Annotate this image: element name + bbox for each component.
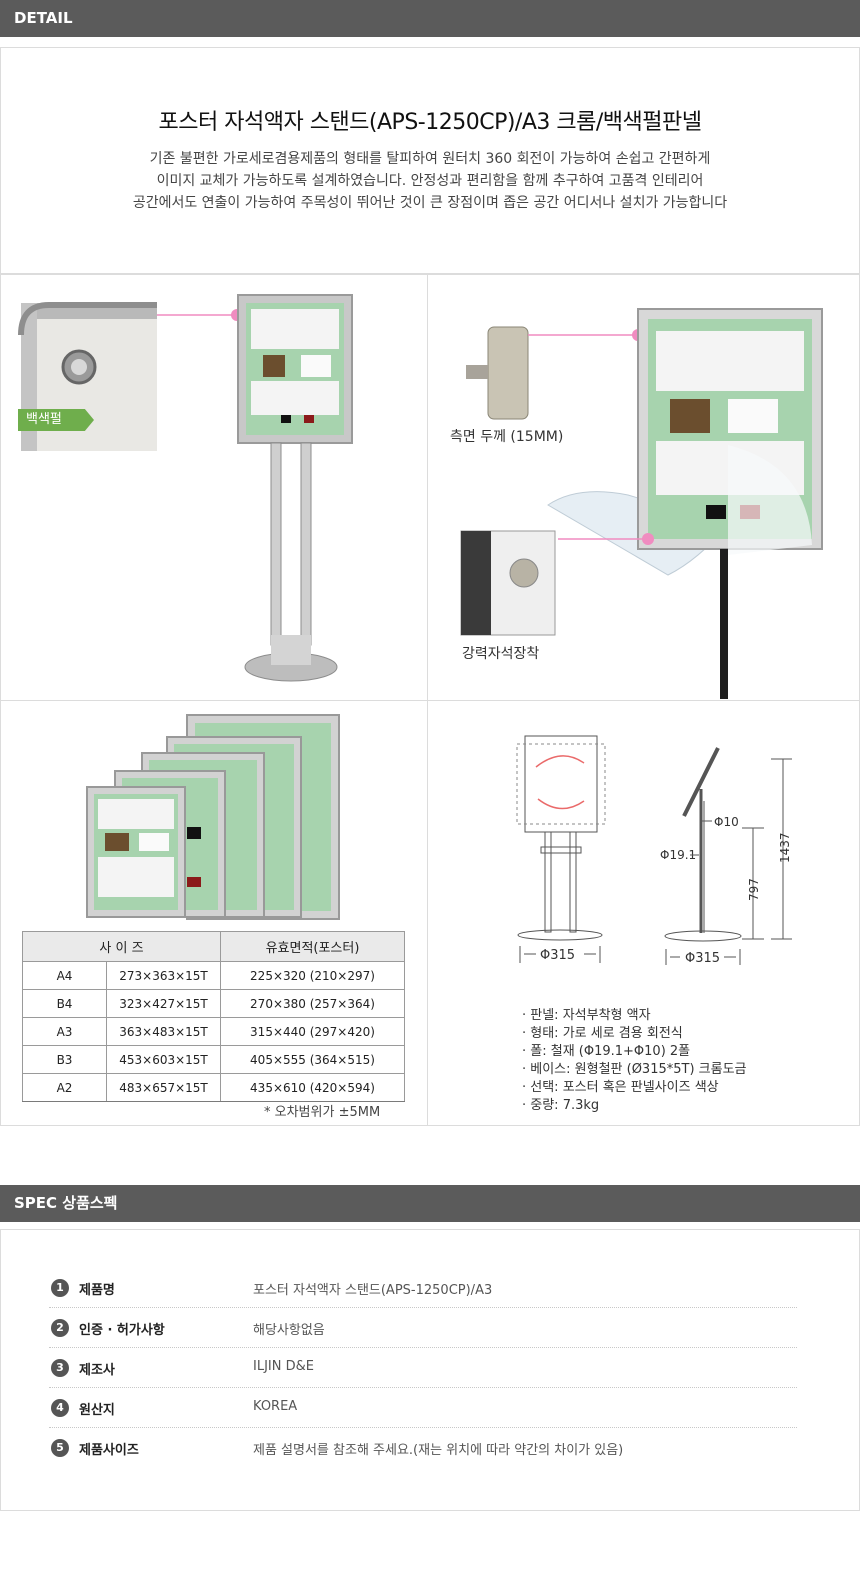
size-cell: 사 이 즈 유효면적(포스터) A4 273×363×15T 225×320 (… [1, 701, 428, 1126]
spec-key: 원산지 [79, 1403, 115, 1418]
table-row: A4 273×363×15T 225×320 (210×297) [22, 961, 405, 990]
spec-key: 제조사 [79, 1363, 115, 1378]
panel-color-tag: 백색펄 [18, 409, 94, 431]
table-header: 사 이 즈 [22, 931, 221, 962]
side-base-label: Φ315 [685, 951, 720, 966]
rotate-arrow-icon [535, 755, 585, 768]
row-number-badge: 5 [51, 1439, 69, 1457]
spec-value: 해당사항없음 [253, 1323, 325, 1338]
list-item: 선택: 포스터 혹은 판넬사이즈 색상 [522, 1079, 747, 1097]
top-pole-diameter-label: Φ10 [714, 815, 739, 829]
spec-key: 제품사이즈 [79, 1443, 139, 1458]
row-number-badge: 1 [51, 1279, 69, 1297]
row-number-badge: 3 [51, 1359, 69, 1377]
magnet-label: 강력자석장착 [462, 646, 540, 662]
table-cell: 483×657×15T [106, 1073, 221, 1102]
tolerance-note: * 오차범위가 ±5MM [264, 1105, 381, 1120]
row-number-badge: 2 [51, 1319, 69, 1337]
table-cell: 225×320 (210×297) [220, 961, 405, 990]
detail-header: DETAIL [0, 0, 860, 37]
product-description: 기존 불편한 가로세로겸용제품의 형태를 탈피하여 원터치 360 회전이 가능… [1, 148, 859, 214]
list-item: 폴: 철재 (Φ19.1+Φ10) 2폴 [522, 1043, 747, 1061]
front-base-label: Φ315 [540, 948, 575, 963]
spec-key: 제품명 [79, 1283, 115, 1298]
side-profile [487, 326, 529, 420]
list-item: 베이스: 원형철판 (Ø315*5T) 크롬도금 [522, 1061, 746, 1079]
stand-photo-cell: 백색펄 [1, 275, 428, 701]
table-cell: 435×610 (420×594) [220, 1073, 405, 1102]
stacked-frames-illustration [86, 714, 340, 920]
side-thickness-label: 측면 두께 (15MM) [450, 429, 564, 445]
table-cell: 405×555 (364×515) [220, 1045, 405, 1074]
size-table: 사 이 즈 유효면적(포스터) A4 273×363×15T 225×320 (… [22, 931, 405, 1102]
spec-row: 1 제품명 포스터 자석액자 스탠드(APS-1250CP)/A3 [49, 1268, 797, 1308]
spec-row: 5 제품사이즈 제품 설명서를 참조해 주세요.(재는 위치에 따라 약간의 차… [49, 1428, 797, 1468]
table-cell: 270×380 (257×364) [220, 989, 405, 1018]
table-cell: B3 [22, 1045, 107, 1074]
rotate-arrow-icon [537, 798, 585, 810]
list-item: 판넬: 자석부착형 액자 [522, 1007, 747, 1025]
table-cell: 363×483×15T [106, 1017, 221, 1046]
spec-value: KOREA [253, 1399, 298, 1414]
spec-row: 3 제조사 ILJIN D&E [49, 1348, 797, 1388]
dimension-diagram: Φ315 Φ315 Φ10 Φ19.1 797 1437 [516, 735, 792, 966]
description-line: 공간에서도 연출이 가능하여 주목성이 뛰어난 것이 큰 장점이며 좁은 공간 … [132, 195, 728, 211]
spec-value: 포스터 자석액자 스탠드(APS-1250CP)/A3 [253, 1283, 493, 1298]
table-cell: 323×427×15T [106, 989, 221, 1018]
bottom-pole-diameter-label: Φ19.1 [660, 848, 696, 862]
description-line: 이미지 교체가 가능하도록 설계하였습니다. 안정성과 편리함을 함께 추구하여… [156, 173, 704, 189]
pole [720, 549, 728, 699]
spec-header: SPEC 상품스펙 [0, 1185, 860, 1222]
list-item: 형태: 가로 세로 겸용 회전식 [522, 1025, 747, 1043]
spec-row: 4 원산지 KOREA [49, 1388, 797, 1428]
spec-value: 제품 설명서를 참조해 주세요.(재는 위치에 따라 약간의 차이가 있음) [253, 1443, 624, 1458]
table-cell: 315×440 (297×420) [220, 1017, 405, 1046]
table-cell: 453×603×15T [106, 1045, 221, 1074]
spec-key: 인증 · 허가사항 [79, 1323, 165, 1338]
table-row: A3 363×483×15T 315×440 (297×420) [22, 1017, 405, 1046]
table-cell: 273×363×15T [106, 961, 221, 990]
stand-illustration [18, 294, 353, 682]
list-item: 중량: 7.3kg [522, 1097, 747, 1115]
spec-row: 2 인증 · 허가사항 해당사항없음 [49, 1308, 797, 1348]
description-line: 기존 불편한 가로세로겸용제품의 형태를 탈피하여 원터치 360 회전이 가능… [149, 151, 711, 167]
row-number-badge: 4 [51, 1399, 69, 1417]
table-cell: B4 [22, 989, 107, 1018]
table-header-row: 사 이 즈 유효면적(포스터) [22, 931, 405, 962]
frame-detail-illustration [460, 308, 823, 699]
spec-table: 1 제품명 포스터 자석액자 스탠드(APS-1250CP)/A3 2 인증 ·… [0, 1229, 860, 1511]
intro-section: 포스터 자석액자 스탠드(APS-1250CP)/A3 크롬/백색펄판넬 기존 … [0, 47, 860, 274]
height-1437-label: 1437 [778, 832, 792, 863]
dimension-cell: Φ315 Φ315 Φ10 Φ19.1 797 1437 판넬: 자석 [428, 701, 860, 1126]
height-797-label: 797 [747, 878, 761, 901]
table-cell: A2 [22, 1073, 107, 1102]
table-row: B4 323×427×15T 270×380 (257×364) [22, 989, 405, 1018]
table-header: 유효면적(포스터) [220, 931, 405, 962]
table-row: B3 453×603×15T 405×555 (364×515) [22, 1045, 405, 1074]
table-cell: A4 [22, 961, 107, 990]
frame-detail-cell: 측면 두께 (15MM) 강력자석장착 [428, 275, 860, 701]
spec-summary-list: 판넬: 자석부착형 액자 형태: 가로 세로 겸용 회전식 폴: 철재 (Φ19… [522, 1007, 747, 1115]
table-cell: A3 [22, 1017, 107, 1046]
product-title: 포스터 자석액자 스탠드(APS-1250CP)/A3 크롬/백색펄판넬 [158, 110, 702, 135]
table-row: A2 483×657×15T 435×610 (420×594) [22, 1073, 405, 1102]
detail-grid: 백색펄 측면 두께 (15MM) 강력자석장착 [0, 274, 860, 1126]
spec-value: ILJIN D&E [253, 1359, 314, 1374]
